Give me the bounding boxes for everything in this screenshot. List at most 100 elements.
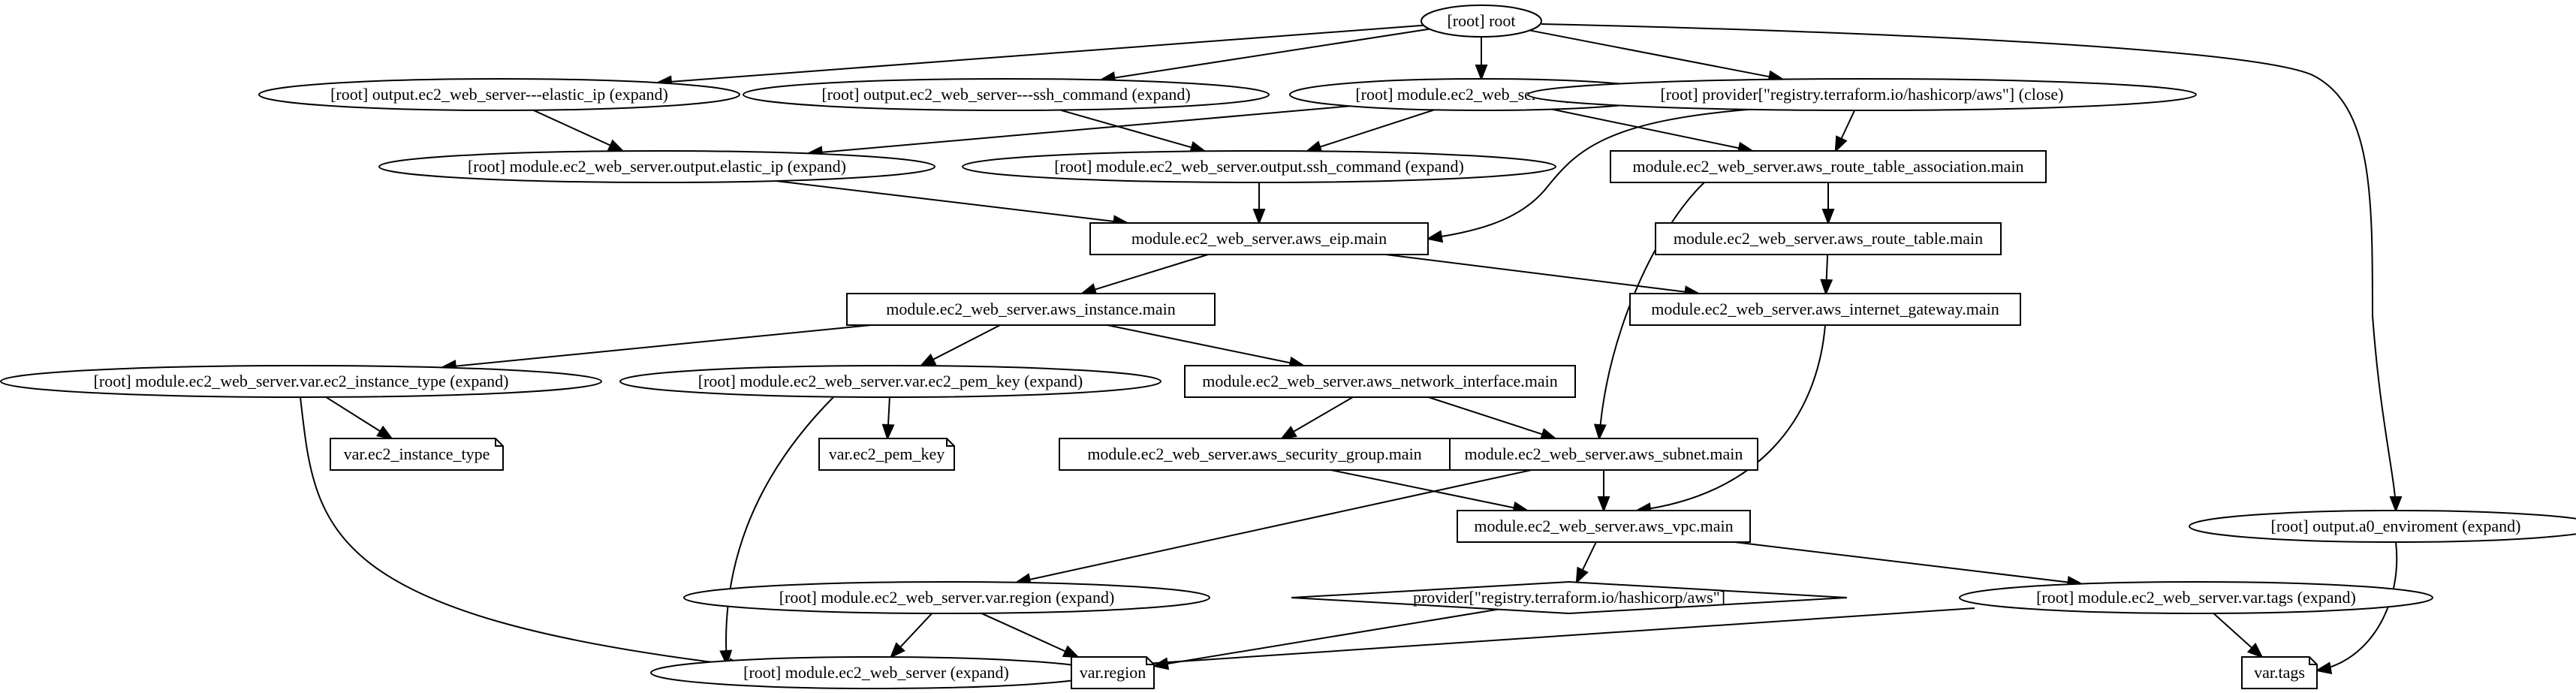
node-v-tags[interactable]: var.tags — [2241, 656, 2318, 689]
edge-arrowhead — [719, 649, 733, 667]
edge-var-tags-to-v-tags — [2213, 613, 2264, 658]
note-fold — [495, 438, 503, 447]
edge-sg-to-vpc — [1330, 469, 1529, 514]
edge-line — [1291, 396, 1354, 433]
node-prov[interactable]: provider["registry.terraform.io/hashicor… — [1291, 580, 1848, 615]
node-var-tags[interactable]: [root] module.ec2_web_server.var.tags (e… — [1959, 581, 2433, 614]
node-shape — [1089, 222, 1429, 255]
node-eip[interactable]: module.ec2_web_server.aws_eip.main — [1089, 222, 1429, 255]
node-label: provider["registry.terraform.io/hashicor… — [1413, 588, 1725, 607]
edge-eni-to-sg — [1279, 396, 1354, 440]
node-out-ssh[interactable]: [root] output.ec2_web_server---ssh_comma… — [743, 78, 1270, 111]
edge-line — [1385, 254, 1687, 294]
node-shape — [1071, 656, 1155, 689]
edge-arrowhead — [2246, 642, 2264, 658]
node-vpc[interactable]: module.ec2_web_server.aws_vpc.main — [1457, 510, 1751, 543]
edge-line — [1428, 396, 1544, 435]
edge-line — [1529, 29, 1771, 78]
node-shape — [743, 78, 1270, 111]
node-v-region[interactable]: var.region — [1071, 656, 1155, 689]
node-label: module.ec2_web_server.aws_subnet.main — [1465, 444, 1743, 463]
node-mod-out-eip[interactable]: [root] module.ec2_web_server.output.elas… — [378, 150, 935, 183]
node-rt[interactable]: module.ec2_web_server.aws_route_table.ma… — [1655, 222, 2002, 255]
edge-line — [725, 396, 834, 665]
edge-line — [1839, 110, 1856, 140]
node-label: var.ec2_pem_key — [829, 444, 945, 463]
node-shape — [1527, 78, 2197, 111]
node-inst[interactable]: module.ec2_web_server.aws_instance.main — [846, 293, 1216, 326]
edge-subnet-to-var-region — [1014, 469, 1532, 586]
node-shape — [1421, 5, 1542, 38]
node-label: [root] module.ec2_web_server.output.elas… — [468, 157, 846, 176]
edge-root-to-mod-close — [1475, 37, 1488, 81]
node-label: [root] module.ec2_web_server.var.ec2_ins… — [94, 372, 509, 390]
node-out-env[interactable]: [root] output.a0_enviroment (expand) — [2189, 510, 2576, 543]
node-shape — [818, 438, 955, 471]
node-label: [root] output.ec2_web_server---elastic_i… — [330, 85, 668, 104]
edge-line — [1636, 324, 1826, 511]
edge-line — [981, 612, 1068, 653]
edge-line — [887, 396, 890, 427]
edge-line — [453, 324, 872, 367]
node-out-eip[interactable]: [root] output.ec2_web_server---elastic_i… — [258, 78, 740, 111]
node-shape — [1629, 293, 2021, 326]
node-shape — [683, 581, 1210, 614]
node-label: module.ec2_web_server.aws_route_table.ma… — [1674, 229, 1983, 248]
node-shape — [1457, 510, 1751, 543]
edge-arrowhead — [1820, 279, 1833, 296]
node-label: [root] module.ec2_web_server.output.ssh_… — [1054, 157, 1464, 176]
edge-var-pem-to-v-pem — [881, 396, 895, 441]
node-eni[interactable]: module.ec2_web_server.aws_network_interf… — [1184, 365, 1576, 398]
node-root[interactable]: [root] root — [1421, 5, 1542, 38]
node-label: [root] output.ec2_web_server---ssh_comma… — [821, 85, 1190, 104]
node-sg[interactable]: module.ec2_web_server.aws_security_group… — [1059, 438, 1451, 471]
edge-arrowhead — [1475, 65, 1488, 81]
node-mod-out-ssh[interactable]: [root] module.ec2_web_server.output.ssh_… — [962, 150, 1556, 183]
node-shape — [1291, 580, 1848, 615]
note-fold — [2309, 657, 2317, 665]
edge-line — [1059, 109, 1194, 149]
edge-line — [1092, 254, 1209, 291]
edge-line — [2316, 541, 2398, 671]
node-label: [root] provider["registry.terraform.io/h… — [1660, 85, 2063, 104]
node-subnet[interactable]: module.ec2_web_server.aws_subnet.main — [1449, 438, 1758, 471]
edge-prov-close-to-rta — [1834, 110, 1856, 153]
node-shape — [2241, 656, 2318, 689]
edge-mod-close-to-mod-out-eip — [806, 105, 1351, 159]
node-v-type[interactable]: var.ec2_instance_type — [330, 438, 504, 471]
node-label: module.ec2_web_server.aws_security_group… — [1087, 444, 1421, 463]
edge-root-to-out-eip — [655, 24, 1424, 89]
edge-mod-close-to-mod-out-ssh — [1305, 109, 1435, 153]
node-shape — [258, 78, 740, 111]
node-shape — [619, 365, 1161, 398]
node-var-region[interactable]: [root] module.ec2_web_server.var.region … — [683, 581, 1210, 614]
node-shape — [1184, 365, 1576, 398]
node-rta[interactable]: module.ec2_web_server.aws_route_table_as… — [1610, 150, 2047, 183]
node-shape — [0, 365, 602, 398]
node-label: module.ec2_web_server.aws_internet_gatew… — [1651, 300, 1999, 318]
edge-line — [669, 24, 1424, 83]
edge-arrowhead — [2315, 661, 2333, 675]
edge-line — [931, 324, 1001, 361]
node-var-pem[interactable]: [root] module.ec2_web_server.var.ec2_pem… — [619, 365, 1161, 398]
edge-line — [1734, 541, 2070, 583]
edge-rta-to-rt — [1821, 182, 1835, 225]
edge-mod-out-ssh-to-eip — [1252, 182, 1266, 225]
edge-arrowhead — [1279, 426, 1297, 440]
node-igw[interactable]: module.ec2_web_server.aws_internet_gatew… — [1629, 293, 2021, 326]
node-var-type[interactable]: [root] module.ec2_web_server.var.ec2_ins… — [0, 365, 602, 398]
edge-var-type-to-v-type — [325, 396, 393, 440]
node-v-pem[interactable]: var.ec2_pem_key — [818, 438, 955, 471]
edge-inst-to-var-type — [440, 324, 872, 373]
node-shape — [330, 438, 504, 471]
edge-arrowhead — [889, 642, 905, 659]
edge-line — [1427, 108, 1758, 240]
node-mod-expand[interactable]: [root] module.ec2_web_server (expand) — [650, 656, 1102, 689]
graph-nodes: [root] root [root] output.ec2_web_server-… — [0, 5, 2576, 689]
edge-arrowhead — [1575, 566, 1589, 585]
edge-vpc-to-prov — [1575, 541, 1597, 585]
node-label: [root] module.ec2_web_server.var.region … — [779, 588, 1115, 607]
edge-arrowhead — [1593, 423, 1607, 441]
node-prov-close[interactable]: [root] provider["registry.terraform.io/h… — [1527, 78, 2197, 111]
